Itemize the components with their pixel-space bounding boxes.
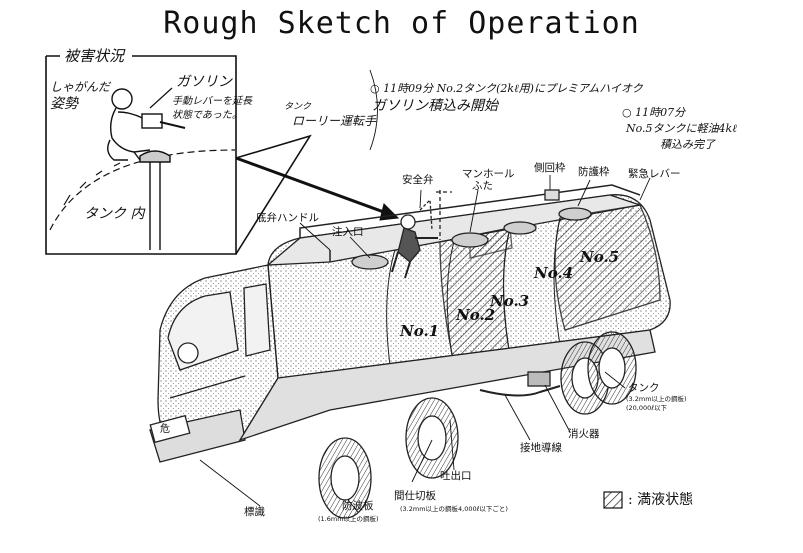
gasoline-arrow (149, 87, 173, 109)
bottom-valve-handle-label: 底弁ハンドル (256, 212, 319, 224)
front-bumper (149, 409, 246, 463)
inset-tank-inside-label: タンク 内 (84, 206, 145, 222)
fire-extinguisher-label: 消火器 (568, 428, 600, 440)
manhole-cover (351, 254, 389, 270)
rear-wheel-2 (587, 331, 637, 405)
tank-no5-label: No.5 (580, 248, 620, 266)
ground-wire (479, 385, 561, 397)
middle-wheel (405, 397, 459, 479)
note-1107-line-1: ○ 11時07分 (622, 106, 686, 119)
tank-top (266, 194, 641, 266)
worker-figure (391, 198, 438, 279)
crouched-posture-line-1: しゃがんだ (50, 80, 111, 94)
manhole-cover-2 (451, 232, 489, 248)
manhole-cover-4 (558, 207, 592, 221)
sign-plate-text: 危 (160, 424, 170, 435)
hand-lever-line-2: 状態であった。 (172, 110, 242, 121)
fire-extinguisher (527, 371, 551, 387)
inset-gasoline-label: ガソリン (176, 74, 232, 90)
tank-spec-line-2: (20,000ℓ以下 (626, 404, 667, 412)
sign-label: 標識 (244, 506, 265, 518)
truck (149, 184, 671, 519)
legend-swatch (603, 491, 623, 509)
outlet-label: 吐出口 (440, 470, 472, 482)
hand-lever-line-1: 手動レバーを延長 (172, 96, 252, 107)
partition-spec: (3.2mm以上の鋼板4,000ℓ以下ごと) (400, 505, 508, 513)
inset-heading: 被害状況 (64, 47, 125, 65)
baffle-label: 防波板 (342, 500, 374, 512)
inlet-label: 注入口 (332, 226, 364, 238)
front-wheel (318, 437, 372, 519)
tank-no1-label: No.1 (400, 322, 440, 340)
ground-wire-label: 接地導線 (520, 442, 562, 454)
legend-label: : 満液状態 (628, 492, 694, 508)
tank-spec-line-1: (3.2mm以上の鋼板) (626, 395, 687, 403)
partition-label: 間仕切板 (394, 490, 436, 502)
side-frame-label: 側回枠 (534, 162, 566, 174)
baffle-spec: (1.6mm以上の鋼板) (318, 515, 379, 523)
note-1109-line-2: ガソリン積込み開始 (372, 98, 498, 114)
cab-side-window (243, 283, 271, 357)
driver-label-line-2: ローリー運転手 (292, 114, 377, 128)
manhole-cover-3 (503, 221, 537, 235)
driver-label-line-1: タンク (284, 102, 312, 112)
leader-lines (199, 69, 651, 513)
front-sign-plate (149, 414, 191, 444)
manhole-label-line-2: ふた (472, 180, 493, 192)
note-1107-line-2: No.5タンクに軽油4kℓ (626, 122, 737, 135)
inset-tank-outline-2 (63, 162, 121, 206)
manhole-label-line-1: マンホール (462, 168, 515, 180)
inset-tank-outline (49, 149, 236, 231)
note-1109-line-1: ○ 11時09分 No.2タンク(2kℓ用)にプレミアムハイオク (370, 82, 643, 95)
tank-no3-label: No.3 (490, 292, 530, 310)
page-title: Rough Sketch of Operation (163, 6, 640, 41)
tank-no4-label: No.4 (534, 264, 574, 282)
inset-worker-figure (107, 88, 186, 250)
protective-frame-label: 防護枠 (578, 166, 610, 178)
emergency-lever-label: 緊急レバー (628, 168, 681, 180)
note-1107-line-3: 積込み完了 (660, 138, 715, 151)
tank-label: タンク (628, 382, 660, 394)
cab-mirror (177, 342, 199, 364)
tank-no2-label: No.2 (456, 306, 496, 324)
tank-no5-fill (554, 204, 661, 331)
crouched-posture-line-2: 姿勢 (50, 96, 78, 112)
safety-valve-label: 安全弁 (402, 174, 434, 186)
